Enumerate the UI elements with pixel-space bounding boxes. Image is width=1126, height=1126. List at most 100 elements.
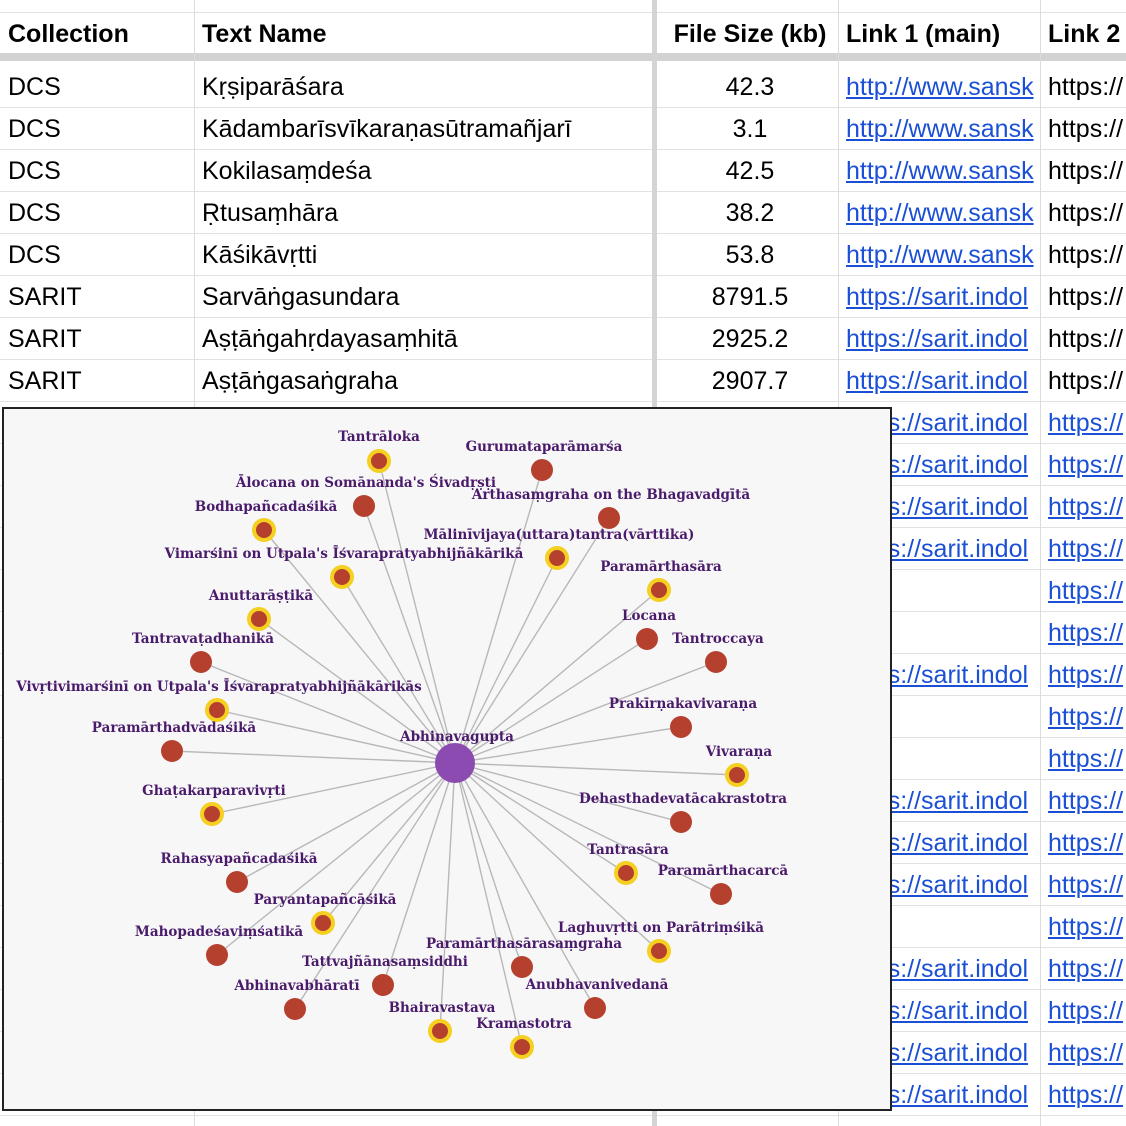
link-main[interactable]: http://www.sansk bbox=[846, 199, 1034, 227]
link-main[interactable]: https://sarit.indol bbox=[846, 325, 1029, 353]
graph-node[interactable] bbox=[206, 944, 228, 966]
link-secondary[interactable]: https:// bbox=[1048, 955, 1124, 983]
graph-node[interactable] bbox=[710, 883, 732, 905]
graph-node-highlighted[interactable] bbox=[252, 518, 276, 542]
cell-link-2[interactable]: https:// bbox=[1048, 1073, 1126, 1115]
cell-link-2[interactable]: https:// bbox=[1048, 241, 1124, 269]
link-secondary[interactable]: https:// bbox=[1048, 409, 1124, 437]
frozen-row-divider[interactable] bbox=[0, 53, 1126, 61]
cell-link-2[interactable]: https:// bbox=[1048, 989, 1126, 1031]
graph-node-highlighted[interactable] bbox=[205, 698, 229, 722]
graph-node-highlighted[interactable] bbox=[725, 763, 749, 787]
cell-link-2[interactable]: https:// bbox=[1048, 863, 1126, 905]
cell-link-2[interactable]: https:// bbox=[1048, 695, 1126, 737]
graph-node-highlighted[interactable] bbox=[311, 911, 335, 935]
link-secondary[interactable]: https:// bbox=[1048, 661, 1124, 689]
cell-collection[interactable]: DCS bbox=[8, 157, 61, 185]
graph-node-highlighted[interactable] bbox=[614, 861, 638, 885]
cell-file-size[interactable]: 3.1 bbox=[732, 115, 768, 143]
cell-text-name[interactable]: Aṣṭāṅgahṛdayasaṃhitā bbox=[202, 325, 458, 353]
table-row[interactable]: DCS Kāśikāvṛtti 53.8 http://www.sansk https:… bbox=[0, 233, 1126, 276]
graph-node[interactable] bbox=[372, 974, 394, 996]
cell-link-2[interactable]: https:// bbox=[1048, 947, 1126, 989]
graph-node-highlighted[interactable] bbox=[200, 802, 224, 826]
graph-node[interactable] bbox=[161, 740, 183, 762]
graph-node[interactable] bbox=[284, 998, 306, 1020]
link-secondary[interactable]: https:// bbox=[1048, 493, 1124, 521]
graph-node-highlighted[interactable] bbox=[367, 449, 391, 473]
cell-link-1[interactable]: https://sarit.indol bbox=[846, 317, 1040, 359]
cell-collection[interactable]: DCS bbox=[8, 241, 61, 269]
graph-node[interactable] bbox=[670, 811, 692, 833]
graph-node-highlighted[interactable] bbox=[545, 546, 569, 570]
cell-link-2[interactable]: https:// bbox=[1048, 821, 1126, 863]
graph-node[interactable] bbox=[584, 997, 606, 1019]
cell-link-2[interactable]: https:// bbox=[1048, 115, 1124, 143]
cell-link-2[interactable]: https:// bbox=[1048, 653, 1126, 695]
cell-link-1[interactable]: https://sarit.indol bbox=[846, 275, 1040, 317]
cell-link-1[interactable]: http://www.sansk bbox=[846, 107, 1040, 149]
graph-node[interactable] bbox=[670, 716, 692, 738]
cell-text-name[interactable]: Kādambarīsvīkaraṇasūtramañjarī bbox=[202, 115, 572, 143]
cell-link-2[interactable]: https:// bbox=[1048, 199, 1124, 227]
link-secondary[interactable]: https:// bbox=[1048, 451, 1124, 479]
cell-collection[interactable]: DCS bbox=[8, 115, 61, 143]
cell-file-size[interactable]: 53.8 bbox=[725, 241, 775, 269]
link-main[interactable]: http://www.sansk bbox=[846, 73, 1034, 101]
graph-node[interactable] bbox=[705, 651, 727, 673]
link-secondary[interactable]: https:// bbox=[1048, 913, 1124, 941]
cell-link-2[interactable]: https:// bbox=[1048, 905, 1126, 947]
cell-link-2[interactable]: https:// bbox=[1048, 1031, 1126, 1073]
cell-collection[interactable]: SARIT bbox=[8, 367, 82, 395]
graph-node-highlighted[interactable] bbox=[247, 607, 271, 631]
cell-collection[interactable]: SARIT bbox=[8, 283, 82, 311]
link-secondary[interactable]: https:// bbox=[1048, 619, 1124, 647]
link-secondary[interactable]: https:// bbox=[1048, 1081, 1124, 1109]
header-collection[interactable]: Collection bbox=[8, 20, 129, 48]
link-main[interactable]: http://www.sansk bbox=[846, 241, 1034, 269]
cell-collection[interactable]: SARIT bbox=[8, 325, 82, 353]
table-row[interactable]: DCS Kokilasaṃdeśa 42.5 http://www.sansk http… bbox=[0, 149, 1126, 192]
cell-file-size[interactable]: 42.5 bbox=[725, 157, 775, 185]
header-link-2[interactable]: Link 2 bbox=[1048, 20, 1121, 48]
graph-node[interactable] bbox=[636, 628, 658, 650]
cell-text-name[interactable]: Kāśikāvṛtti bbox=[202, 241, 318, 269]
cell-link-2[interactable]: https:// bbox=[1048, 157, 1124, 185]
header-file-size[interactable]: File Size (kb) bbox=[673, 20, 827, 48]
link-secondary[interactable]: https:// bbox=[1048, 535, 1124, 563]
cell-text-name[interactable]: Ṛtusaṃhāra bbox=[202, 199, 339, 227]
link-secondary[interactable]: https:// bbox=[1048, 703, 1124, 731]
cell-link-2[interactable]: https:// bbox=[1048, 527, 1126, 569]
cell-link-2[interactable]: https:// bbox=[1048, 367, 1124, 395]
link-main[interactable]: http://www.sansk bbox=[846, 115, 1034, 143]
link-secondary[interactable]: https:// bbox=[1048, 829, 1124, 857]
link-main[interactable]: https://sarit.indol bbox=[846, 367, 1029, 395]
cell-link-2[interactable]: https:// bbox=[1048, 325, 1124, 353]
link-secondary[interactable]: https:// bbox=[1048, 1039, 1124, 1067]
link-main[interactable]: http://www.sansk bbox=[846, 157, 1034, 185]
graph-node-highlighted[interactable] bbox=[647, 578, 671, 602]
header-link-1[interactable]: Link 1 (main) bbox=[846, 20, 1001, 48]
table-row[interactable]: DCS Kādambarīsvīkaraṇasūtramañjarī 3.1 http… bbox=[0, 107, 1126, 150]
cell-link-2[interactable]: https:// bbox=[1048, 569, 1126, 611]
cell-file-size[interactable]: 8791.5 bbox=[711, 283, 789, 311]
cell-link-2[interactable]: https:// bbox=[1048, 611, 1126, 653]
cell-collection[interactable]: DCS bbox=[8, 199, 61, 227]
cell-link-1[interactable]: https://sarit.indol bbox=[846, 359, 1040, 401]
graph-node[interactable] bbox=[226, 871, 248, 893]
link-main[interactable]: https://sarit.indol bbox=[846, 283, 1029, 311]
graph-node-highlighted[interactable] bbox=[428, 1019, 452, 1043]
graph-node[interactable] bbox=[511, 956, 533, 978]
link-secondary[interactable]: https:// bbox=[1048, 787, 1124, 815]
cell-text-name[interactable]: Kṛṣiparāśara bbox=[202, 73, 344, 101]
graph-node-highlighted[interactable] bbox=[330, 565, 354, 589]
cell-text-name[interactable]: Sarvāṅgasundara bbox=[202, 283, 400, 311]
cell-text-name[interactable]: Kokilasaṃdeśa bbox=[202, 157, 372, 185]
cell-link-2[interactable]: https:// bbox=[1048, 737, 1126, 779]
link-secondary[interactable]: https:// bbox=[1048, 997, 1124, 1025]
